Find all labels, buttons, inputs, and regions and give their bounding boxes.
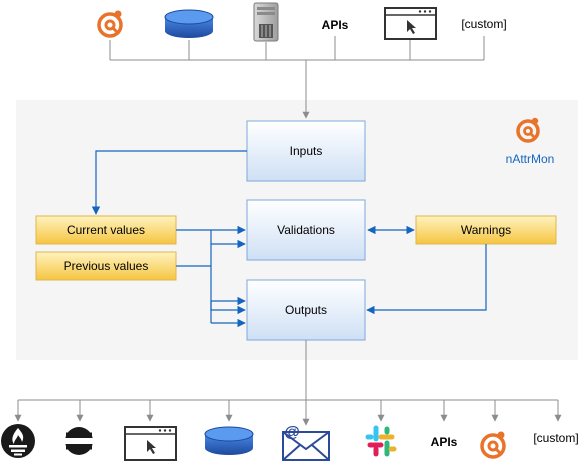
nattrmon-logo-icon	[516, 117, 540, 143]
output-apis-label: APIs	[431, 435, 458, 449]
current-values-box	[35, 215, 177, 245]
slack-icon	[365, 425, 397, 457]
brand-name: nAttrMon	[506, 152, 555, 166]
output-custom-label: [custom]	[533, 431, 578, 445]
inputs-box	[246, 120, 366, 182]
source-custom-label: [custom]	[461, 17, 506, 31]
browser-window-icon	[384, 7, 437, 40]
database-icon	[204, 426, 254, 455]
outputs-box	[246, 279, 366, 341]
validations-box	[246, 199, 366, 261]
prometheus-icon	[1, 424, 35, 458]
source-connectors	[109, 36, 485, 119]
outputs-label: Outputs	[285, 303, 327, 317]
previous-values-box	[35, 251, 177, 281]
previous-values-label: Previous values	[64, 259, 149, 273]
browser-window-icon	[124, 426, 177, 461]
email-icon: @	[282, 424, 330, 461]
output-connectors	[14, 340, 562, 426]
database-icon	[164, 9, 214, 38]
server-icon	[253, 2, 279, 42]
source-apis-label: APIs	[322, 18, 349, 32]
nattrmon-logo-icon	[480, 431, 506, 459]
elastic-icon	[64, 427, 94, 455]
warnings-label: Warnings	[461, 223, 511, 237]
svg-text:@: @	[284, 424, 300, 441]
current-values-label: Current values	[67, 223, 145, 237]
inputs-label: Inputs	[290, 144, 323, 158]
validations-label: Validations	[277, 223, 335, 237]
flow-connectors	[91, 150, 487, 328]
nattrmon-logo-icon	[97, 10, 123, 38]
warnings-box	[415, 215, 557, 245]
